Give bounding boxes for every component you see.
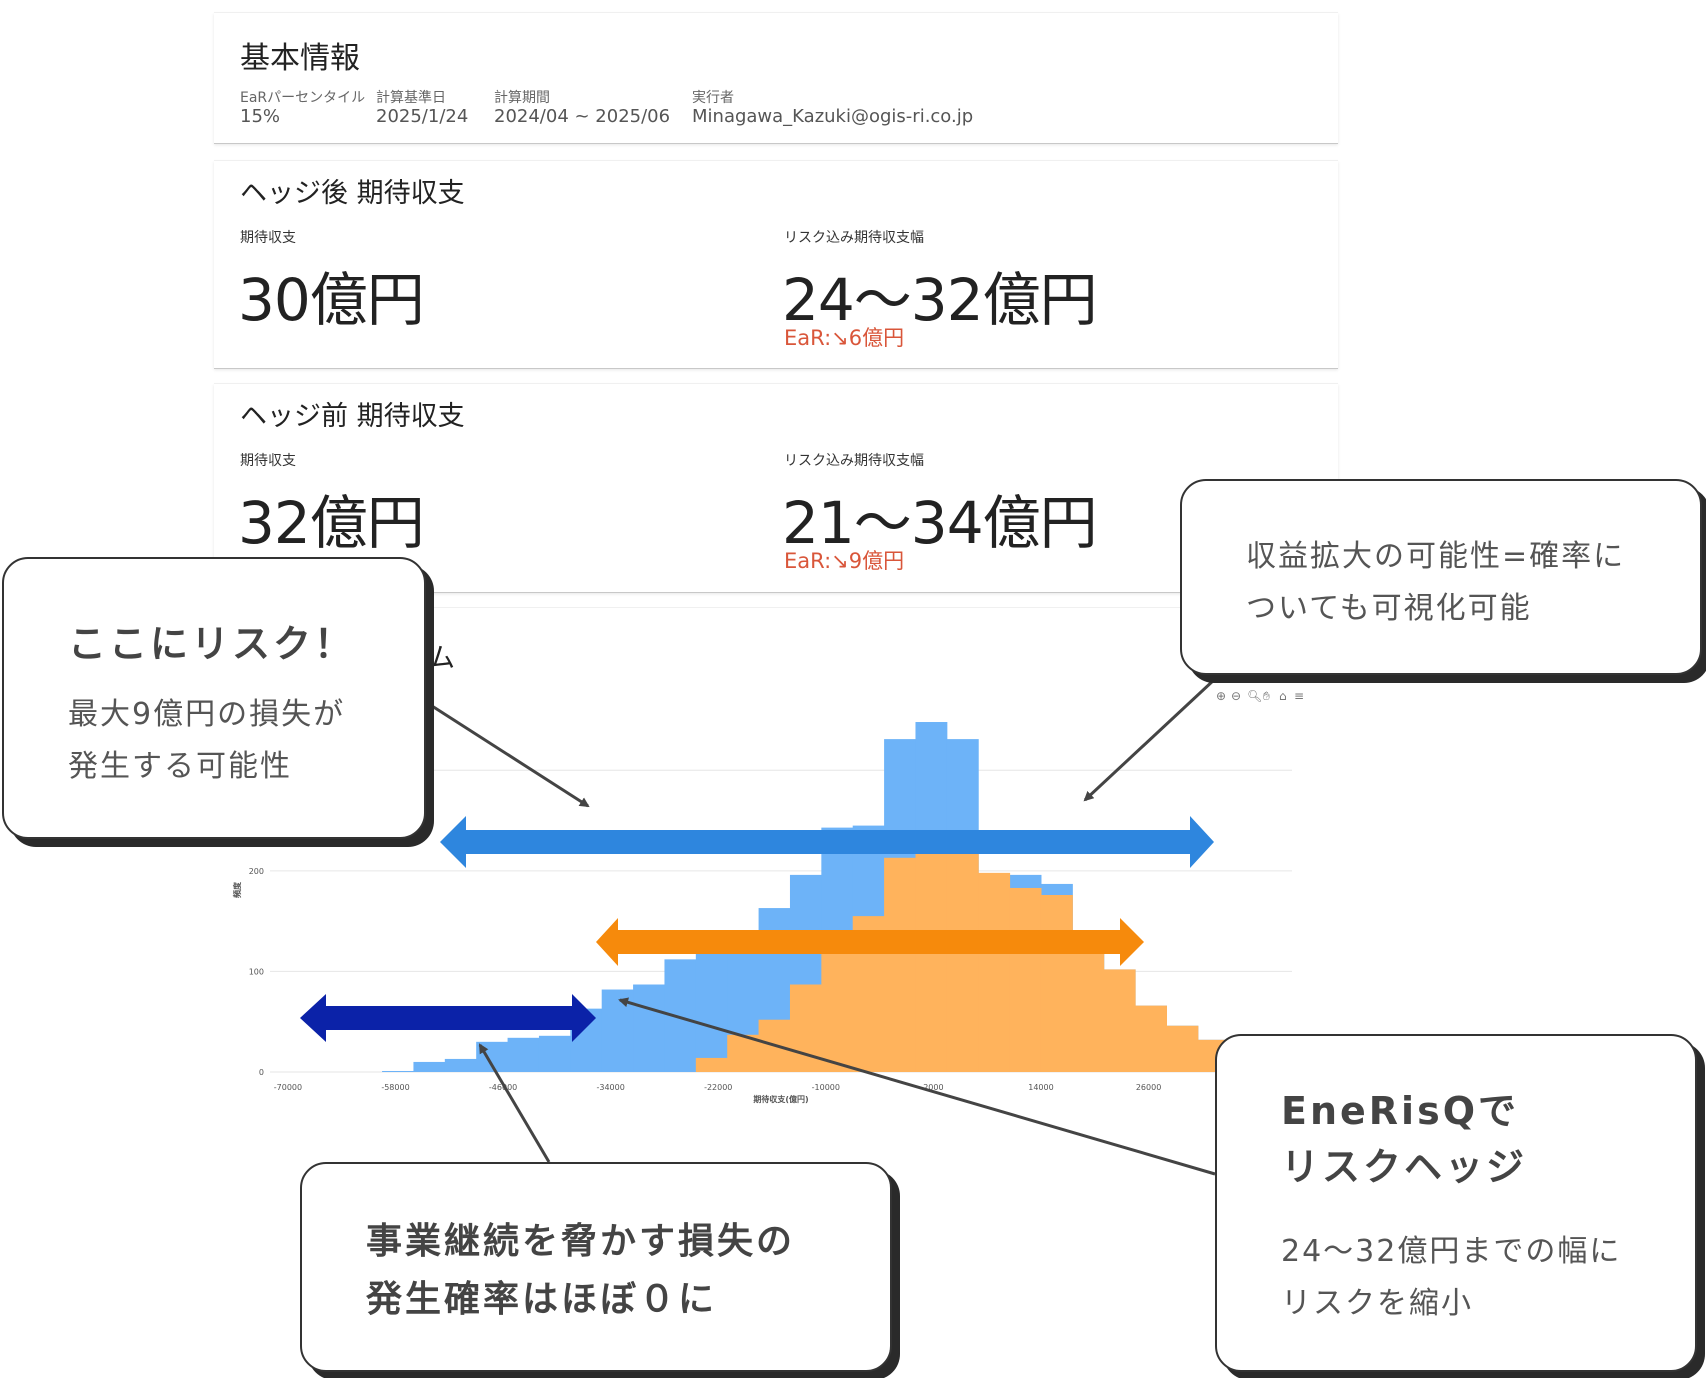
before-hedge-bar xyxy=(476,1041,509,1072)
pan-hand-icon[interactable]: ✋︎ xyxy=(1263,689,1270,703)
after-hedge-bar xyxy=(727,1034,760,1072)
risk-callout-line-1: 最大9億円の損失が xyxy=(68,697,346,732)
before-hedge-bar xyxy=(664,959,697,1072)
after-hedge-bar xyxy=(884,857,916,1072)
upside-callout: 収益拡大の可能性=確率に ついても可視化可能 xyxy=(1180,479,1702,675)
after-hedge-title: ヘッジ後 期待収支 xyxy=(240,178,465,209)
enerisq-line-2: リスクを縮小 xyxy=(1281,1286,1473,1321)
after-hedge-bar xyxy=(789,984,822,1072)
before-hedge-bar xyxy=(538,1035,571,1072)
risk-range-label: リスク込み期待収支幅 xyxy=(784,453,924,469)
before-hedge-bar xyxy=(695,950,728,1072)
histogram-title: ム xyxy=(428,643,455,674)
menu-icon[interactable]: ≡ xyxy=(1294,689,1305,703)
risk-callout-heading: ここにリスク！ xyxy=(68,622,356,666)
ear-value: EaR:↘9億円 xyxy=(784,549,905,573)
after-hedge-bar xyxy=(946,830,979,1072)
before-hedge-bar xyxy=(601,989,634,1072)
continuity-callout-line-1: 事業継続を脅かす損失の xyxy=(366,1221,796,1262)
upside-callout-line-1: 収益拡大の可能性=確率に xyxy=(1246,539,1626,574)
home-icon[interactable]: ⌂ xyxy=(1279,689,1287,703)
before-hedge-bar xyxy=(570,1008,603,1072)
x-tick-label: 14000 xyxy=(1028,1083,1053,1092)
basic-info-title: 基本情報 xyxy=(240,41,360,76)
after-hedge-bar xyxy=(1072,948,1105,1072)
risk-callout: ここにリスク！ 最大9億円の損失が 発生する可能性 xyxy=(2,557,426,839)
y-axis-label: 頻度 xyxy=(232,881,242,898)
upside-callout-line-2: ついても可視化可能 xyxy=(1246,591,1532,626)
after-hedge-bar xyxy=(978,872,1011,1072)
before-hedge-bar xyxy=(444,1058,477,1072)
after-hedge-bar xyxy=(1166,1025,1199,1072)
expected-label: 期待収支 xyxy=(240,453,296,469)
after-hedge-bar xyxy=(1009,887,1042,1072)
x-tick-label: -70000 xyxy=(274,1083,302,1092)
basic-info-card: 基本情報 EaRパーセンタイル 15% 計算基準日 2025/1/24 計算期間… xyxy=(214,12,1338,143)
enerisq-heading-line-1: EneRisQで xyxy=(1281,1089,1519,1133)
continuity-callout-line-2: 発生確率はほぼ０に xyxy=(366,1279,718,1320)
x-tick-label: 2000 xyxy=(923,1083,943,1092)
x-tick-label: -22000 xyxy=(704,1083,732,1092)
after-hedge-bar xyxy=(915,830,948,1072)
after-hedge-bar xyxy=(1103,969,1136,1072)
after-hedge-bar xyxy=(1040,894,1073,1072)
ear-percentile-label: EaRパーセンタイル xyxy=(240,90,366,106)
before-hedge-title: ヘッジ前 期待収支 xyxy=(240,401,465,432)
enerisq-line-1: 24〜32億円までの幅に xyxy=(1281,1234,1622,1269)
calc-period-value: 2024/04 ~ 2025/06 xyxy=(494,106,671,127)
calc-base-date-value: 2025/1/24 xyxy=(376,106,469,127)
after-hedge-bar xyxy=(821,950,854,1072)
x-tick-label: 26000 xyxy=(1136,1083,1161,1092)
after-hedge-card: ヘッジ後 期待収支 期待収支 30億円 リスク込み期待収支幅 24〜32億円 E… xyxy=(214,160,1338,368)
continuity-callout: 事業継続を脅かす損失の 発生確率はほぼ０に xyxy=(300,1162,892,1372)
calc-period-label: 計算期間 xyxy=(494,90,550,106)
x-tick-label: -58000 xyxy=(381,1083,409,1092)
risk-range-value: 21〜34億円 xyxy=(782,489,1098,557)
zoom-out-icon[interactable]: ⊖ xyxy=(1231,689,1242,703)
y-tick-label: 100 xyxy=(249,967,264,976)
expected-label: 期待収支 xyxy=(240,230,296,246)
chart-toolbar: ⊕ ⊖ 🔍︎ ✋︎ ⌂ ≡ xyxy=(1216,689,1312,705)
expected-value: 30億円 xyxy=(238,266,425,334)
after-hedge-bar xyxy=(852,916,885,1072)
enerisq-heading-line-2: リスクヘッジ xyxy=(1281,1145,1528,1189)
zoom-in-icon[interactable]: ⊕ xyxy=(1216,689,1227,703)
magnifier-icon[interactable]: 🔍︎ xyxy=(1247,689,1263,703)
after-hedge-bar xyxy=(695,1057,728,1072)
risk-range-label: リスク込み期待収支幅 xyxy=(784,230,924,246)
risk-callout-line-2: 発生する可能性 xyxy=(68,749,292,784)
executor-label: 実行者 xyxy=(692,90,734,106)
before-hedge-bar xyxy=(507,1037,540,1072)
risk-range-value: 24〜32億円 xyxy=(782,266,1098,334)
y-tick-label: 0 xyxy=(259,1068,264,1077)
expected-value: 32億円 xyxy=(238,489,425,557)
x-tick-label: -34000 xyxy=(596,1083,624,1092)
enerisq-callout: EneRisQで リスクヘッジ 24〜32億円までの幅に リスクを縮小 xyxy=(1215,1034,1697,1372)
before-hedge-bar xyxy=(633,984,665,1072)
before-hedge-bar xyxy=(413,1061,446,1072)
before-hedge-bar xyxy=(382,1070,414,1072)
calc-base-date-label: 計算基準日 xyxy=(376,90,446,106)
after-hedge-bar xyxy=(1135,1005,1167,1072)
x-tick-label: -46000 xyxy=(489,1083,517,1092)
executor-value: Minagawa_Kazuki@ogis-ri.co.jp xyxy=(692,106,974,127)
x-tick-label: -10000 xyxy=(812,1083,840,1092)
ear-percentile-value: 15% xyxy=(240,106,281,127)
x-axis-label: 期待収支(億円) xyxy=(753,1094,808,1104)
ear-value: EaR:↘6億円 xyxy=(784,326,905,350)
y-tick-label: 200 xyxy=(249,867,264,876)
after-hedge-bar xyxy=(758,1019,791,1072)
